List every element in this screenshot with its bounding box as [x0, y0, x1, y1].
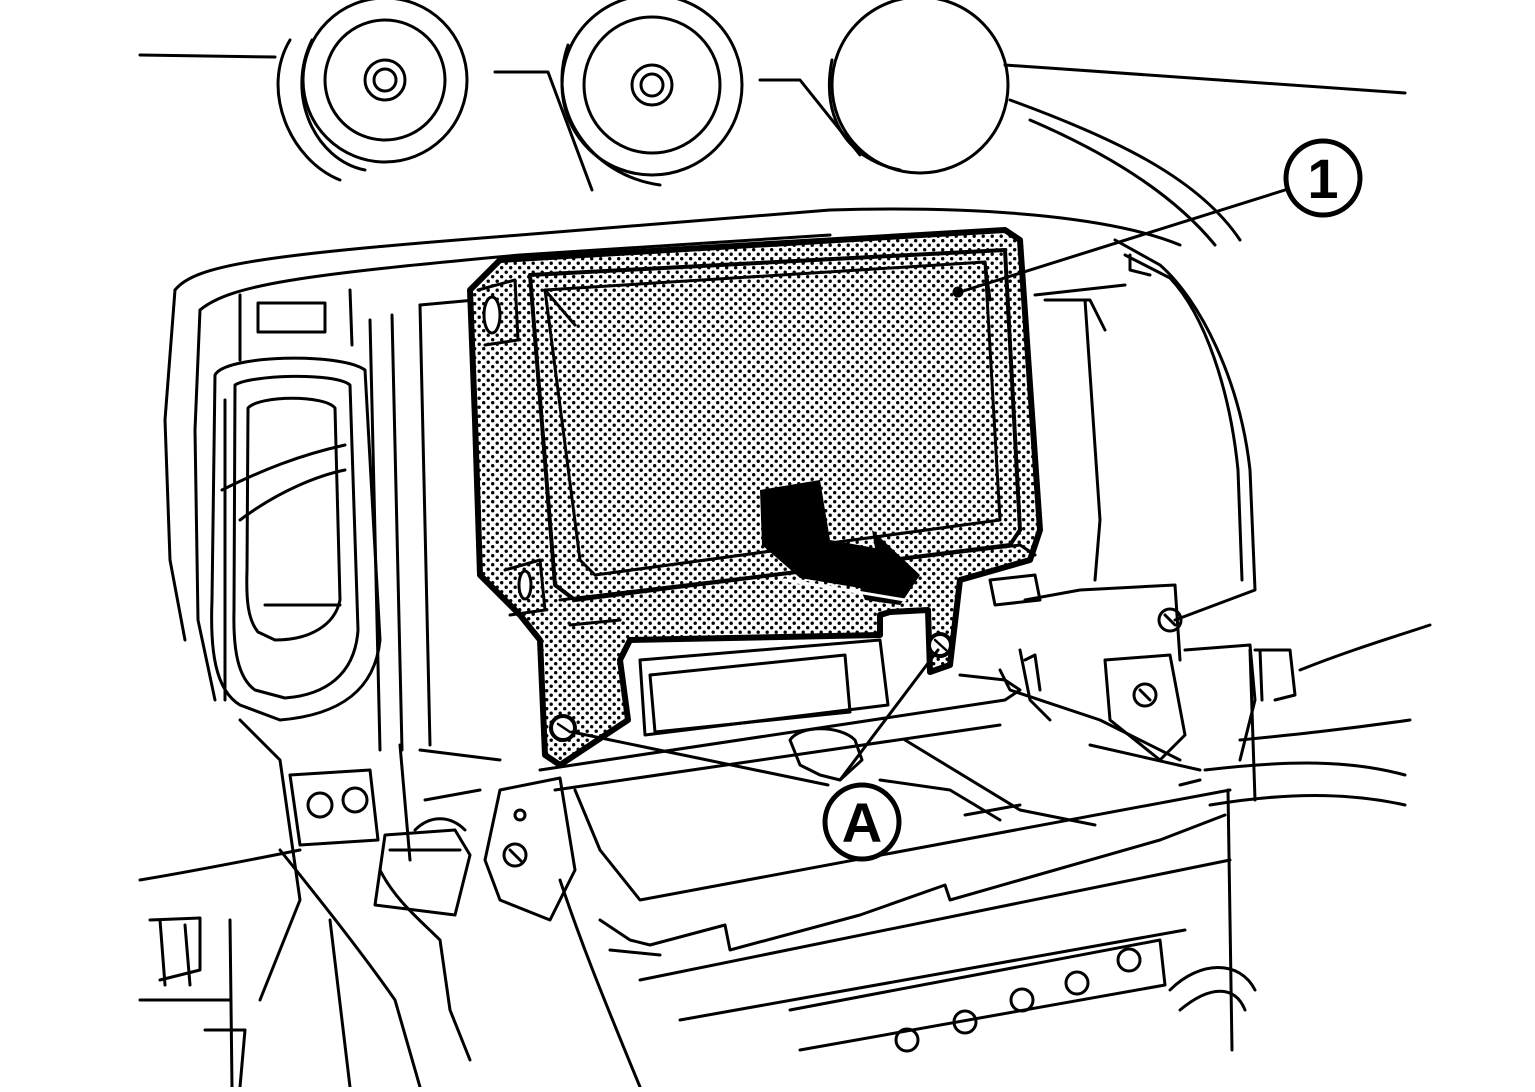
right-bracket [988, 573, 1432, 807]
callout-fastener-a-label: A [842, 791, 882, 854]
callout-part-1: 1 [1283, 138, 1363, 218]
callout-leaders [570, 188, 1287, 787]
callout-fastener-a: A [822, 782, 902, 862]
callout-part-1-label: 1 [1307, 147, 1338, 210]
leader-line-fastener-a-left [570, 730, 830, 787]
leader-line-part-1 [958, 188, 1287, 294]
display-unit [467, 227, 1043, 768]
removal-direction-arrow [760, 480, 920, 605]
audio-console [538, 638, 1257, 1089]
leader-line-fastener-a-right [838, 648, 940, 782]
dash-vents [138, 0, 1407, 247]
dashboard-housing [138, 207, 1257, 1089]
